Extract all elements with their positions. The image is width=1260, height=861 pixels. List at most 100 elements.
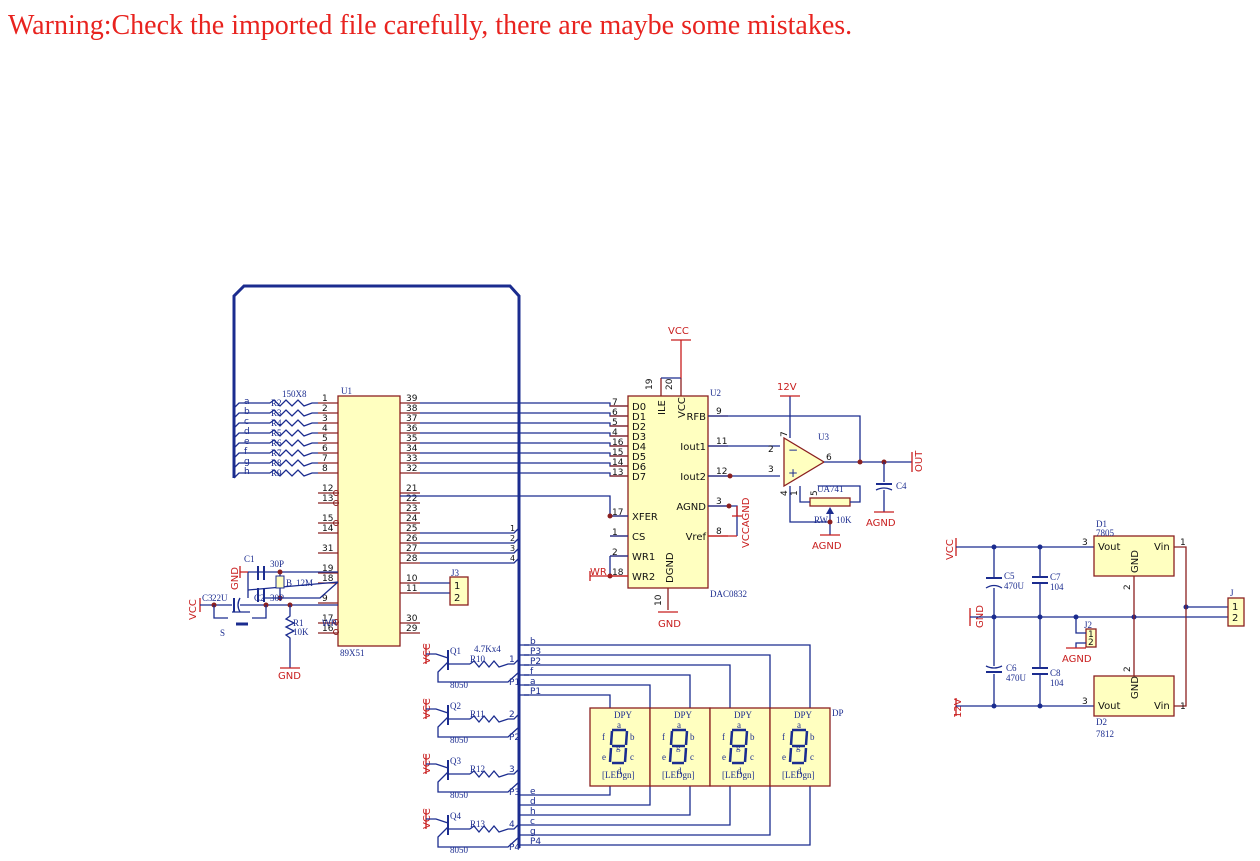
mcu-ref: U1 [341, 386, 352, 396]
p2-line [420, 557, 520, 564]
dac-pin-name: WR2 [632, 572, 655, 583]
gnd-net-dac: GND [658, 619, 681, 630]
svg-text:g: g [736, 742, 741, 752]
svg-text:c: c [750, 752, 754, 762]
svg-text:2: 2 [509, 710, 515, 720]
svg-text:2: 2 [1123, 666, 1133, 672]
reset-section: VCC C3 22U S R1 10K GND [188, 593, 338, 682]
svg-text:h: h [530, 807, 536, 817]
svg-text:4: 4 [780, 490, 790, 496]
svg-text:DPY: DPY [794, 710, 813, 720]
svg-text:470U: 470U [1006, 673, 1027, 683]
opamp-u3[interactable]: U3 UA741 − + 2 3 6 7 4 1 5 OUT 12V RW 10… [768, 382, 925, 552]
mcu-pin-num: 3 [322, 414, 328, 424]
mcu-pin-num: 9 [322, 594, 328, 604]
12v-net-opamp: 12V [777, 382, 797, 393]
svg-text:f: f [244, 447, 248, 457]
mcu-pin-num: 21 [406, 484, 417, 494]
svg-text:C5: C5 [1004, 571, 1015, 581]
svg-text:R8: R8 [271, 458, 282, 468]
svg-text:S: S [220, 628, 225, 638]
mcu-pin-num: 34 [406, 444, 418, 454]
resistor-zigzag [269, 399, 318, 407]
p2-line [420, 547, 520, 554]
connector-j3[interactable]: J3 1 2 [449, 568, 469, 606]
svg-text:4: 4 [510, 554, 515, 563]
svg-text:R5: R5 [271, 428, 282, 438]
mcu-pin-num: 8 [322, 464, 328, 474]
svg-text:C1: C1 [244, 554, 255, 564]
mcu-pin-num: 26 [406, 534, 418, 544]
svg-text:f: f [722, 732, 725, 742]
svg-text:d: d [244, 427, 250, 437]
svg-text:4: 4 [509, 820, 515, 830]
svg-text:d: d [677, 766, 682, 776]
svg-text:Vout: Vout [1098, 701, 1121, 712]
svg-text:b: b [244, 407, 250, 417]
mcu-right-pins: 3938373635343332212223242526272810113029… [400, 394, 628, 634]
svg-text:1: 1 [612, 528, 618, 538]
seven-seg-displays[interactable]: DPY[LEDgn]abcdefgDPY[LEDgn]abcdefgDPY[LE… [589, 707, 844, 787]
svg-text:22U: 22U [212, 593, 228, 603]
dac-pin-name: Iout2 [680, 472, 706, 483]
svg-text:C8: C8 [1050, 668, 1061, 678]
mcu-pin-num: 25 [406, 524, 417, 534]
pot-ref: RW [814, 515, 829, 525]
svg-text:DPY: DPY [674, 710, 693, 720]
rpack-value: 150X8 [282, 389, 307, 399]
svg-text:a: a [797, 720, 801, 730]
mcu-value: 89X51 [340, 648, 365, 658]
resistor-zigzag [269, 469, 318, 477]
svg-text:Q4: Q4 [450, 811, 461, 821]
mcu-pin-num: 18 [322, 574, 334, 584]
svg-text:AGND: AGND [1062, 654, 1092, 665]
dac-ref: U2 [710, 388, 721, 398]
svg-text:104: 104 [1050, 582, 1064, 592]
svg-text:5: 5 [810, 490, 820, 496]
svg-text:Vin: Vin [1154, 542, 1170, 553]
svg-text:8050: 8050 [450, 680, 469, 690]
data-line [420, 462, 628, 467]
svg-text:b: b [750, 732, 755, 742]
dac-pin-name: D6 [632, 462, 646, 473]
mcu-pin-num: 11 [406, 584, 417, 594]
svg-text:[LEDgn]: [LEDgn] [602, 770, 635, 780]
mcu-pin-num: 7 [322, 454, 328, 464]
dac-vcc-label: VCC [677, 397, 688, 418]
svg-text:9: 9 [716, 407, 722, 417]
svg-text:R13: R13 [470, 819, 486, 829]
svg-text:VCC: VCC [945, 539, 956, 560]
data-line [420, 442, 628, 447]
dac-pin-name: WR1 [632, 552, 655, 563]
svg-text:R6: R6 [271, 438, 282, 448]
mcu-pin-num: 13 [322, 494, 333, 504]
svg-text:J3: J3 [451, 568, 460, 578]
svg-text:P1: P1 [509, 678, 520, 688]
svg-text:Vin: Vin [1154, 701, 1170, 712]
svg-text:h: h [244, 467, 250, 477]
svg-text:3: 3 [1082, 697, 1088, 707]
svg-text:R12: R12 [470, 764, 485, 774]
resistor-zigzag [269, 439, 318, 447]
svg-text:D1: D1 [1096, 519, 1107, 529]
svg-text:WR: WR [322, 619, 337, 629]
svg-text:15: 15 [612, 448, 623, 458]
pot-value: 10K [836, 515, 852, 525]
svg-text:B: B [286, 578, 292, 588]
resistor-zigzag [269, 429, 318, 437]
dac-pin-name: D4 [632, 442, 646, 453]
svg-text:C2: C2 [254, 593, 265, 603]
dac-pin-name: D3 [632, 432, 646, 443]
svg-text:d: d [797, 766, 802, 776]
svg-text:7: 7 [612, 398, 618, 408]
svg-text:7805: 7805 [1096, 528, 1115, 538]
dac-pin-name: Iout1 [680, 442, 706, 453]
svg-text:1: 1 [1180, 538, 1186, 548]
svg-text:b: b [630, 732, 635, 742]
agnd-net-c4: AGND [866, 518, 896, 529]
svg-text:J: J [1230, 588, 1234, 598]
data-line [420, 472, 628, 477]
